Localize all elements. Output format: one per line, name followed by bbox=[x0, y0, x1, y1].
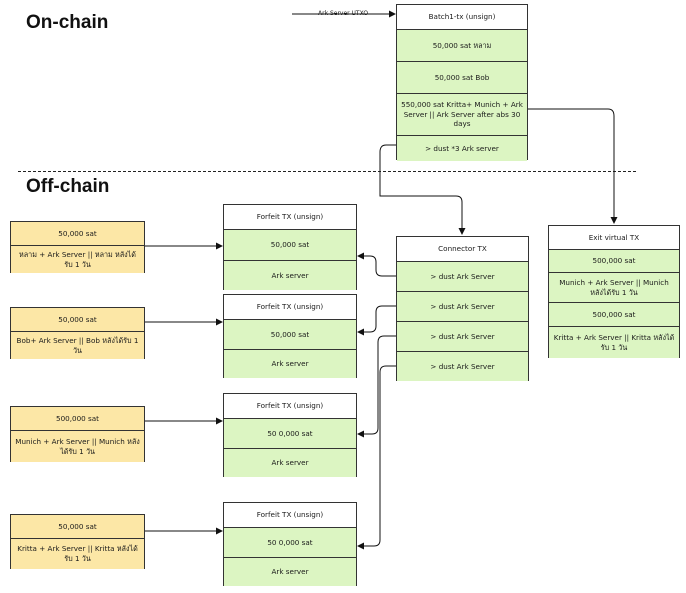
user-amount: 50,000 sat bbox=[11, 515, 144, 539]
forfeit-amount: 50,000 sat bbox=[224, 229, 356, 260]
batch-output-3: 550,000 sat Kritta+ Munich + Ark Server … bbox=[397, 93, 527, 135]
forfeit-server: Ark server bbox=[224, 448, 356, 477]
forfeit-server: Ark server bbox=[224, 557, 356, 586]
exit-virtual-tx[interactable]: Exit virtual TX 500,000 sat Munich + Ark… bbox=[548, 225, 680, 358]
exit-title: Exit virtual TX bbox=[549, 226, 679, 249]
connector-output-2: > dust Ark Server bbox=[397, 291, 528, 321]
user-box-2[interactable]: 50,000 sat Bob+ Ark Server || Bob หลังได… bbox=[10, 307, 145, 359]
forfeit-amount: 50,000 sat bbox=[224, 319, 356, 349]
onchain-heading: On-chain bbox=[26, 12, 109, 33]
forfeit-amount: 50 0,000 sat bbox=[224, 418, 356, 448]
batch-output-2: 50,000 sat Bob bbox=[397, 61, 527, 93]
user-amount: 50,000 sat bbox=[11, 308, 144, 332]
forfeit-tx-1[interactable]: Forfeit TX (unsign) 50,000 sat Ark serve… bbox=[223, 204, 357, 290]
user-box-1[interactable]: 50,000 sat หลาม + Ark Server || หลาม หลั… bbox=[10, 221, 145, 273]
forfeit-title: Forfeit TX (unsign) bbox=[224, 205, 356, 229]
connector-output-4: > dust Ark Server bbox=[397, 351, 528, 381]
user-condition: Munich + Ark Server || Munich หลังได้รับ… bbox=[11, 431, 144, 462]
forfeit-tx-3[interactable]: Forfeit TX (unsign) 50 0,000 sat Ark ser… bbox=[223, 393, 357, 477]
forfeit-tx-4[interactable]: Forfeit TX (unsign) 50 0,000 sat Ark ser… bbox=[223, 502, 357, 586]
batch-output-1: 50,000 sat หลาม bbox=[397, 29, 527, 61]
batch-output-4: > dust *3 Ark server bbox=[397, 135, 527, 161]
exit-output-1: 500,000 sat bbox=[549, 249, 679, 272]
user-box-4[interactable]: 50,000 sat Kritta + Ark Server || Kritta… bbox=[10, 514, 145, 569]
exit-output-3: 500,000 sat bbox=[549, 302, 679, 326]
connector-output-3: > dust Ark Server bbox=[397, 321, 528, 351]
forfeit-amount: 50 0,000 sat bbox=[224, 527, 356, 557]
user-amount: 50,000 sat bbox=[11, 222, 144, 246]
arrow-connector2-forfeit2 bbox=[357, 305, 396, 336]
batch-tx-title: Batch1-tx (unsign) bbox=[397, 5, 527, 29]
connector-tx[interactable]: Connector TX > dust Ark Server > dust Ar… bbox=[396, 236, 529, 381]
forfeit-title: Forfeit TX (unsign) bbox=[224, 295, 356, 319]
user-box-3[interactable]: 500,000 sat Munich + Ark Server || Munic… bbox=[10, 406, 145, 462]
user-condition: Bob+ Ark Server || Bob หลังได้รับ 1 วัน bbox=[11, 332, 144, 359]
forfeit-title: Forfeit TX (unsign) bbox=[224, 394, 356, 418]
user-condition: Kritta + Ark Server || Kritta หลังได้รับ… bbox=[11, 539, 144, 569]
user-amount: 500,000 sat bbox=[11, 407, 144, 431]
arrow-connector4-forfeit4 bbox=[357, 365, 396, 550]
forfeit-server: Ark server bbox=[224, 260, 356, 290]
arrow-batch-to-exit bbox=[528, 108, 618, 224]
connector-title: Connector TX bbox=[397, 237, 528, 261]
forfeit-tx-2[interactable]: Forfeit TX (unsign) 50,000 sat Ark serve… bbox=[223, 294, 357, 378]
forfeit-title: Forfeit TX (unsign) bbox=[224, 503, 356, 527]
connector-output-1: > dust Ark Server bbox=[397, 261, 528, 291]
arrow-connector1-forfeit1 bbox=[357, 252, 396, 277]
user-condition: หลาม + Ark Server || หลาม หลังได้รับ 1 ว… bbox=[11, 246, 144, 273]
exit-output-4: Kritta + Ark Server || Kritta หลังได้รับ… bbox=[549, 326, 679, 358]
forfeit-server: Ark server bbox=[224, 349, 356, 378]
arrow-batch-to-connector bbox=[379, 144, 466, 235]
batch-tx[interactable]: Batch1-tx (unsign) 50,000 sat หลาม 50,00… bbox=[396, 4, 528, 161]
chain-divider bbox=[18, 171, 636, 172]
arrow-connector3-forfeit3 bbox=[357, 335, 396, 438]
offchain-heading: Off-chain bbox=[26, 176, 110, 197]
exit-output-2: Munich + Ark Server || Munich หลังได้รับ… bbox=[549, 272, 679, 302]
